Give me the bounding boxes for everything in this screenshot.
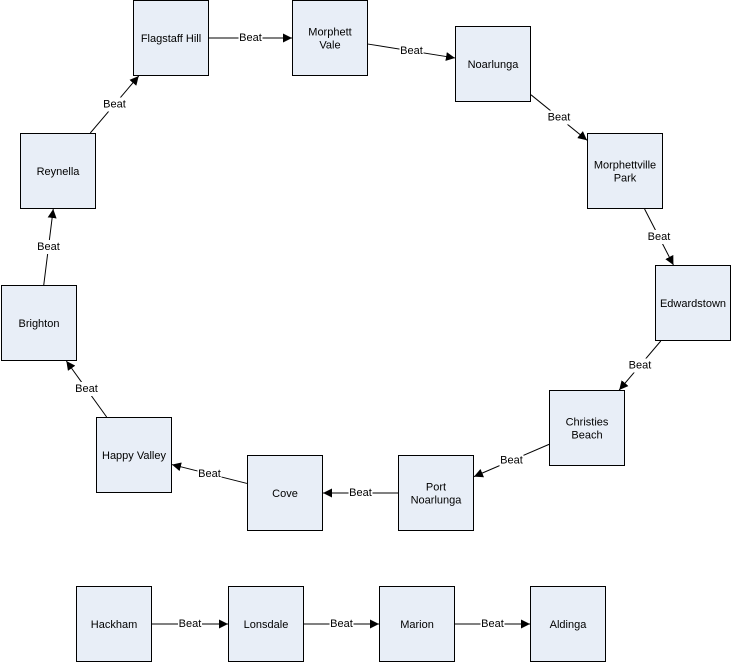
node-box	[549, 390, 625, 466]
node-box	[228, 586, 304, 662]
node-cove: Cove	[247, 455, 323, 531]
edge-label: Beat	[198, 468, 221, 480]
node-lonsdale: Lonsdale	[228, 586, 304, 662]
node-label: Port	[426, 482, 446, 494]
edge-happy-valley-to-brighton: Beat	[65, 360, 108, 418]
node-box	[247, 455, 323, 531]
edge-cove-to-happy-valley: Beat	[171, 462, 248, 484]
edge-edwardstown-to-christies-beach: Beat	[618, 340, 662, 391]
edge-reynella-to-flagstaff-hill: Beat	[89, 75, 140, 134]
node-label: Flagstaff Hill	[141, 33, 201, 45]
edge-label-background	[547, 110, 571, 125]
edge-port-noarlunga-to-cove: Beat	[323, 486, 398, 500]
edge-label: Beat	[648, 231, 671, 243]
node-noarlunga: Noarlunga	[455, 26, 531, 102]
edges-layer: BeatBeatBeatBeatBeatBeatBeatBeatBeatBeat…	[36, 31, 674, 631]
node-label: Park	[614, 173, 637, 185]
edge-label: Beat	[500, 455, 523, 467]
node-label: Noarlunga	[468, 59, 520, 71]
edge-label: Beat	[629, 360, 652, 372]
edge-label-background	[329, 617, 354, 631]
node-label: Edwardstown	[660, 298, 726, 310]
edge-label: Beat	[75, 383, 98, 395]
edge-label-background	[647, 230, 671, 244]
edge-label: Beat	[37, 241, 60, 253]
edge-lonsdale-to-marion: Beat	[304, 617, 379, 631]
edge-flagstaff-hill-to-morphett-vale: Beat	[209, 31, 292, 45]
edge-label-background	[36, 240, 61, 254]
node-marion: Marion	[379, 586, 455, 662]
node-box	[20, 133, 96, 209]
edge-morphett-vale-to-noarlunga: Beat	[367, 43, 456, 61]
edge-noarlunga-to-morphettville-park: Beat	[530, 94, 588, 141]
edge-label-background	[178, 617, 202, 631]
edge-label-background	[197, 467, 222, 481]
edge-label: Beat	[330, 618, 353, 630]
node-hackham: Hackham	[76, 586, 152, 662]
edge-hackham-to-lonsdale: Beat	[152, 617, 228, 631]
node-label: Lonsdale	[244, 619, 289, 631]
node-label: Brighton	[19, 318, 60, 330]
node-box	[133, 0, 209, 76]
node-label: Cove	[272, 488, 298, 500]
node-happy-valley: Happy Valley	[96, 417, 172, 493]
node-label: Morphettville	[594, 160, 656, 172]
edge-label-background	[238, 31, 263, 45]
node-reynella: Reynella	[20, 133, 96, 209]
edge-label: Beat	[349, 487, 372, 499]
node-aldinga: Aldinga	[530, 586, 606, 662]
node-box	[398, 455, 474, 531]
node-box	[530, 586, 606, 662]
edge-label-background	[399, 44, 424, 58]
node-box	[379, 586, 455, 662]
edge-label-background	[499, 453, 524, 468]
edge-label: Beat	[400, 45, 423, 57]
node-box	[76, 586, 152, 662]
edge-label: Beat	[239, 32, 262, 44]
edge-label: Beat	[481, 618, 504, 630]
edge-label: Beat	[103, 99, 126, 111]
node-label: Christies	[566, 417, 609, 429]
edge-label-background	[628, 358, 652, 373]
edge-marion-to-aldinga: Beat	[455, 617, 530, 631]
edge-label-background	[348, 486, 373, 500]
edge-morphettville-park-to-edwardstown: Beat	[644, 208, 674, 266]
node-box	[455, 26, 531, 102]
node-brighton: Brighton	[1, 285, 77, 361]
edge-label-background	[480, 617, 505, 631]
node-label: Aldinga	[550, 619, 588, 631]
node-label: Morphett	[308, 27, 351, 39]
edge-brighton-to-reynella: Beat	[36, 208, 61, 286]
node-flagstaff-hill: Flagstaff Hill	[133, 0, 209, 76]
node-label: Hackham	[91, 619, 137, 631]
node-box	[292, 0, 368, 76]
edge-label: Beat	[179, 618, 202, 630]
node-label: Beach	[571, 430, 602, 442]
node-label: Happy Valley	[102, 450, 166, 462]
node-label: Reynella	[37, 166, 81, 178]
edge-label-background	[74, 382, 99, 396]
edge-label-background	[102, 97, 127, 112]
edge-christies-beach-to-port-noarlunga: Beat	[473, 443, 550, 478]
node-box	[96, 417, 172, 493]
node-edwardstown: Edwardstown	[655, 265, 731, 341]
node-box	[587, 133, 663, 209]
node-label: Noarlunga	[411, 495, 463, 507]
node-label: Vale	[319, 40, 340, 52]
edge-label: Beat	[548, 112, 571, 124]
node-label: Marion	[400, 619, 434, 631]
node-box	[1, 285, 77, 361]
